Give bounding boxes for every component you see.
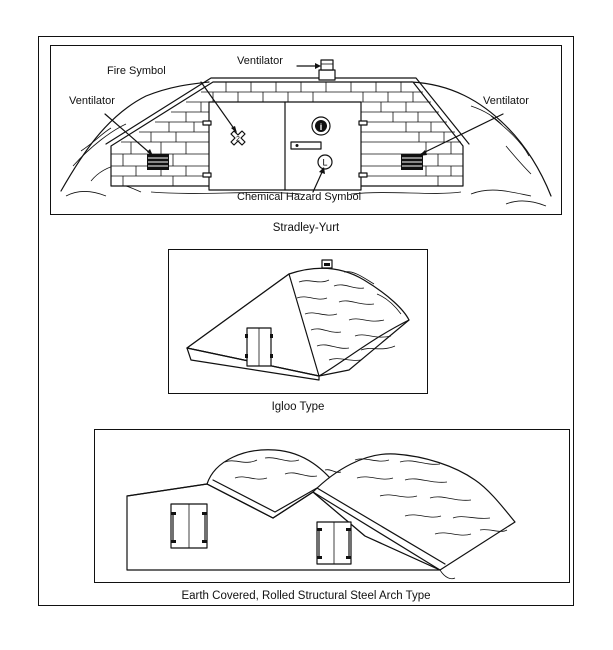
ventilator-top-icon (318, 59, 336, 81)
hinge (358, 172, 368, 178)
label-fire-symbol: Fire Symbol (107, 65, 166, 77)
earth-texture (224, 457, 508, 536)
label-ventilator-right: Ventilator (483, 95, 529, 107)
arch-earth-mound-2 (312, 453, 516, 571)
steel-arch-panel (94, 429, 570, 583)
igloo-drawing (186, 259, 410, 381)
earth-mound-left (60, 81, 210, 192)
arch-door-1 (170, 503, 208, 549)
fire-symbol-icon: 2 (230, 130, 246, 146)
stradley-yurt-drawing: 2 i L (60, 59, 552, 207)
leader-ventilator-left (104, 113, 152, 155)
leader-fire-symbol (200, 81, 236, 131)
ventilator-right-icon (401, 154, 423, 170)
hinge (202, 172, 212, 178)
caption-steel-arch: Earth Covered, Rolled Structural Steel A… (181, 590, 431, 602)
info-symbol-icon: i (311, 116, 331, 136)
hinge (202, 120, 212, 126)
arch-door-2 (316, 521, 352, 565)
earth-texture (296, 271, 402, 361)
label-chemical-hazard: Chemical Hazard Symbol (237, 191, 362, 203)
ventilator-left-icon (147, 154, 169, 170)
roof-edge (105, 77, 470, 145)
fire-symbol-glyph: 2 (236, 136, 240, 143)
label-ventilator-left: Ventilator (69, 95, 115, 107)
caption-stradley-yurt: Stradley-Yurt (272, 222, 340, 234)
chemical-hazard-icon: L (317, 154, 333, 170)
hinge (358, 120, 368, 126)
door-latch (290, 141, 322, 150)
figure-frame (38, 36, 574, 606)
caption-igloo: Igloo Type (271, 401, 325, 413)
stradley-yurt-panel: 2 i L (50, 45, 562, 215)
leader-ventilator-right (420, 113, 504, 155)
leader-lines (104, 63, 504, 193)
igloo-panel (168, 249, 428, 394)
svg-text:L: L (322, 158, 327, 168)
steel-arch-drawing (126, 449, 516, 580)
svg-text:i: i (320, 122, 323, 132)
label-ventilator-top: Ventilator (237, 55, 283, 67)
leader-chemical-hazard (312, 169, 324, 193)
earth-mound-right (410, 81, 552, 197)
igloo-ventilator-icon (321, 259, 333, 269)
